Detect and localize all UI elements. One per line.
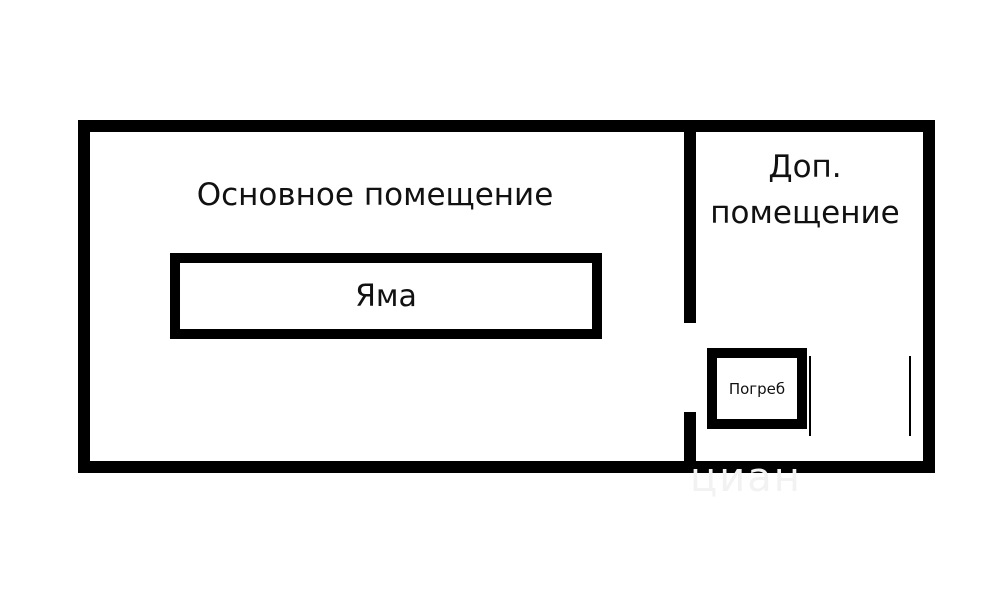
main-room-label: Основное помещение xyxy=(196,177,554,213)
extra-room-label-line2: помещение xyxy=(710,195,900,231)
watermark: циан xyxy=(690,455,802,501)
thin-line-left xyxy=(809,356,811,436)
partition-wall-lower xyxy=(684,412,696,464)
cellar-label: Погреб xyxy=(728,379,786,398)
thin-line-right xyxy=(909,356,911,436)
cellar: Погреб xyxy=(707,348,807,429)
building-outline xyxy=(78,120,935,473)
pit: Яма xyxy=(170,253,602,339)
extra-room-label-line1: Доп. xyxy=(768,149,842,185)
pit-label: Яма xyxy=(355,278,417,314)
partition-wall-upper xyxy=(684,130,696,323)
